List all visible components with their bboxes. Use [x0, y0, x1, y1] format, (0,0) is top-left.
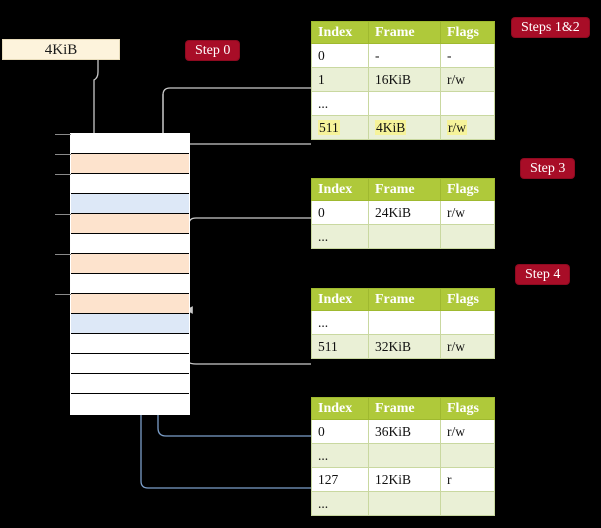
- memory-frame-row: [71, 154, 189, 174]
- cell-index: 1: [311, 67, 369, 92]
- memory-frame-row: [71, 254, 189, 274]
- cell-index: 0: [311, 43, 369, 68]
- column-header-index: Index: [311, 288, 369, 311]
- cell-index: ...: [311, 443, 369, 468]
- memory-frame-row: [71, 354, 189, 374]
- cell-index: ...: [311, 491, 369, 516]
- cell-flags: [440, 310, 495, 335]
- cell-frame: [368, 443, 441, 468]
- cell-flags: [440, 443, 495, 468]
- memory-frame-row: [71, 174, 189, 194]
- badge-step0: Step 0: [186, 41, 240, 60]
- memory-frame-row: [71, 314, 189, 334]
- cell-index: 511: [311, 334, 369, 359]
- cell-frame: 16KiB: [368, 67, 441, 92]
- memory-frame-row: [71, 334, 189, 354]
- memory-frame-row: [71, 134, 189, 154]
- table-row: ...: [311, 91, 495, 116]
- memory-row-tick: [55, 254, 71, 255]
- cell-index: ...: [311, 310, 369, 335]
- memory-frame-row: [71, 274, 189, 294]
- cell-index: ...: [311, 224, 369, 249]
- cell-frame: 32KiB: [368, 334, 441, 359]
- cell-flags: r/w: [440, 419, 495, 444]
- column-header-flags: Flags: [440, 21, 495, 44]
- cell-frame: [368, 224, 441, 249]
- highlighted-value: r/w: [447, 119, 467, 135]
- highlighted-value: 511: [318, 119, 340, 135]
- table-row: ...: [311, 310, 495, 335]
- badge-step3: Step 3: [521, 159, 575, 178]
- column-header-flags: Flags: [440, 178, 495, 201]
- table-row: 511 4KiB r/w: [311, 115, 495, 140]
- cell-index: 511: [311, 115, 369, 140]
- memory-frame-row: [71, 234, 189, 254]
- cell-frame: 12KiB: [368, 467, 441, 492]
- cell-flags: r/w: [440, 200, 495, 225]
- memory-frame-row: [71, 294, 189, 314]
- memory-row-tick: [55, 214, 71, 215]
- column-header-frame: Frame: [368, 178, 441, 201]
- cell-flags: r/w: [440, 115, 495, 140]
- cell-flags: [440, 491, 495, 516]
- table-row: 0--: [311, 43, 495, 68]
- table-row: ...: [311, 224, 495, 249]
- cell-frame: [368, 91, 441, 116]
- column-header-index: Index: [311, 21, 369, 44]
- memory-frame-row: [71, 374, 189, 394]
- cell-frame: [368, 491, 441, 516]
- table-row: ...: [311, 443, 495, 468]
- physical-memory-column: [70, 133, 190, 415]
- cell-frame: -: [368, 43, 441, 68]
- memory-row-tick: [55, 174, 71, 175]
- memory-frame-row: [71, 394, 189, 414]
- cell-index: 0: [311, 200, 369, 225]
- badge-steps12: Steps 1&2: [512, 18, 589, 37]
- column-header-frame: Frame: [368, 288, 441, 311]
- table-row: ...: [311, 491, 495, 516]
- cell-flags: -: [440, 43, 495, 68]
- memory-frame-row: [71, 194, 189, 214]
- column-header-flags: Flags: [440, 397, 495, 420]
- cell-frame: [368, 310, 441, 335]
- cell-frame: 24KiB: [368, 200, 441, 225]
- cell-index: 0: [311, 419, 369, 444]
- column-header-index: Index: [311, 178, 369, 201]
- memory-row-tick: [55, 294, 71, 295]
- cell-frame: 36KiB: [368, 419, 441, 444]
- column-header-frame: Frame: [368, 21, 441, 44]
- memory-row-tick: [55, 154, 71, 155]
- cell-frame: 4KiB: [368, 115, 441, 140]
- column-header-frame: Frame: [368, 397, 441, 420]
- cell-flags: r/w: [440, 67, 495, 92]
- cell-flags: r/w: [440, 334, 495, 359]
- memory-row-tick: [55, 134, 71, 135]
- cell-flags: [440, 224, 495, 249]
- highlighted-value: 4KiB: [375, 119, 407, 135]
- column-header-index: Index: [311, 397, 369, 420]
- cell-flags: r: [440, 467, 495, 492]
- badge-step4: Step 4: [516, 265, 570, 284]
- cell-index: 127: [311, 467, 369, 492]
- cell-flags: [440, 91, 495, 116]
- cell-index: ...: [311, 91, 369, 116]
- column-header-flags: Flags: [440, 288, 495, 311]
- frame-size-label: 4KiB: [44, 42, 78, 58]
- frame-size-box: 4KiB: [2, 39, 120, 60]
- memory-frame-row: [71, 214, 189, 234]
